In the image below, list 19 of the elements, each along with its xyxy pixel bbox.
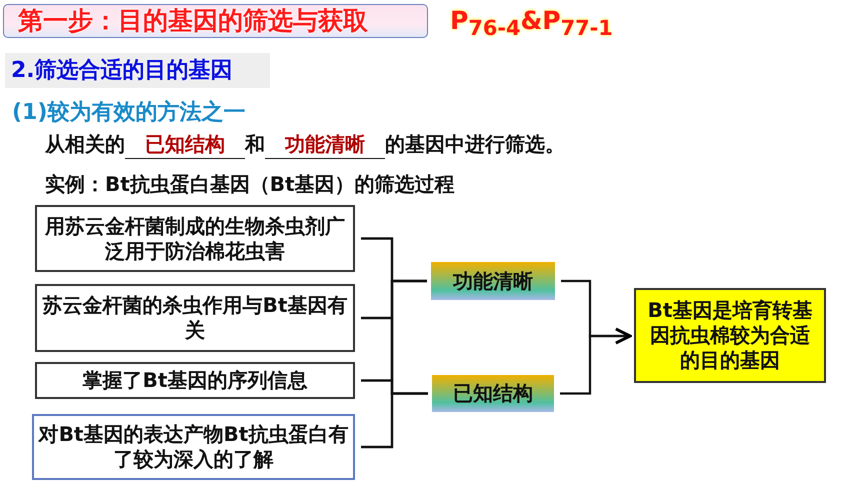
conclusion-tag: 已知结构 — [432, 375, 554, 412]
example-line: 实例：Bt抗虫蛋白基因（Bt基因）的筛选过程 — [45, 171, 455, 198]
fact-box: 用苏云金杆菌制成的生物杀虫剂广泛用于防治棉花虫害 — [35, 205, 355, 272]
arrow — [560, 328, 632, 395]
fact-box: 对Bt基因的表达产物Bt抗虫蛋白有了较为深入的了解 — [32, 414, 355, 480]
sentence-text: 从相关的 — [45, 132, 125, 156]
title-banner: 第一步：目的基因的筛选与获取 — [3, 4, 428, 38]
sentence-text: 和 — [245, 132, 265, 156]
fact-box: 苏云金杆菌的杀虫作用与Bt基因有关 — [35, 284, 355, 352]
fill-in-answer: 已知结构 — [125, 131, 245, 159]
page-reference: P$_{76-4}$&P$_{77-1}$ — [450, 6, 613, 40]
sentence-text: 的基因中进行筛选。 — [385, 132, 565, 156]
bracket-line — [361, 392, 428, 448]
fill-in-answer: 功能清晰 — [265, 131, 385, 159]
conclusion-tag: 功能清晰 — [431, 262, 555, 300]
section-heading: 2.筛选合适的目的基因 — [5, 53, 270, 88]
subheading: (1)较为有效的方法之一 — [12, 98, 246, 127]
fact-box: 掌握了Bt基因的序列信息 — [35, 362, 355, 399]
result-box: Bt基因是培育转基因抗虫棉较为合适的目的基因 — [634, 288, 826, 383]
